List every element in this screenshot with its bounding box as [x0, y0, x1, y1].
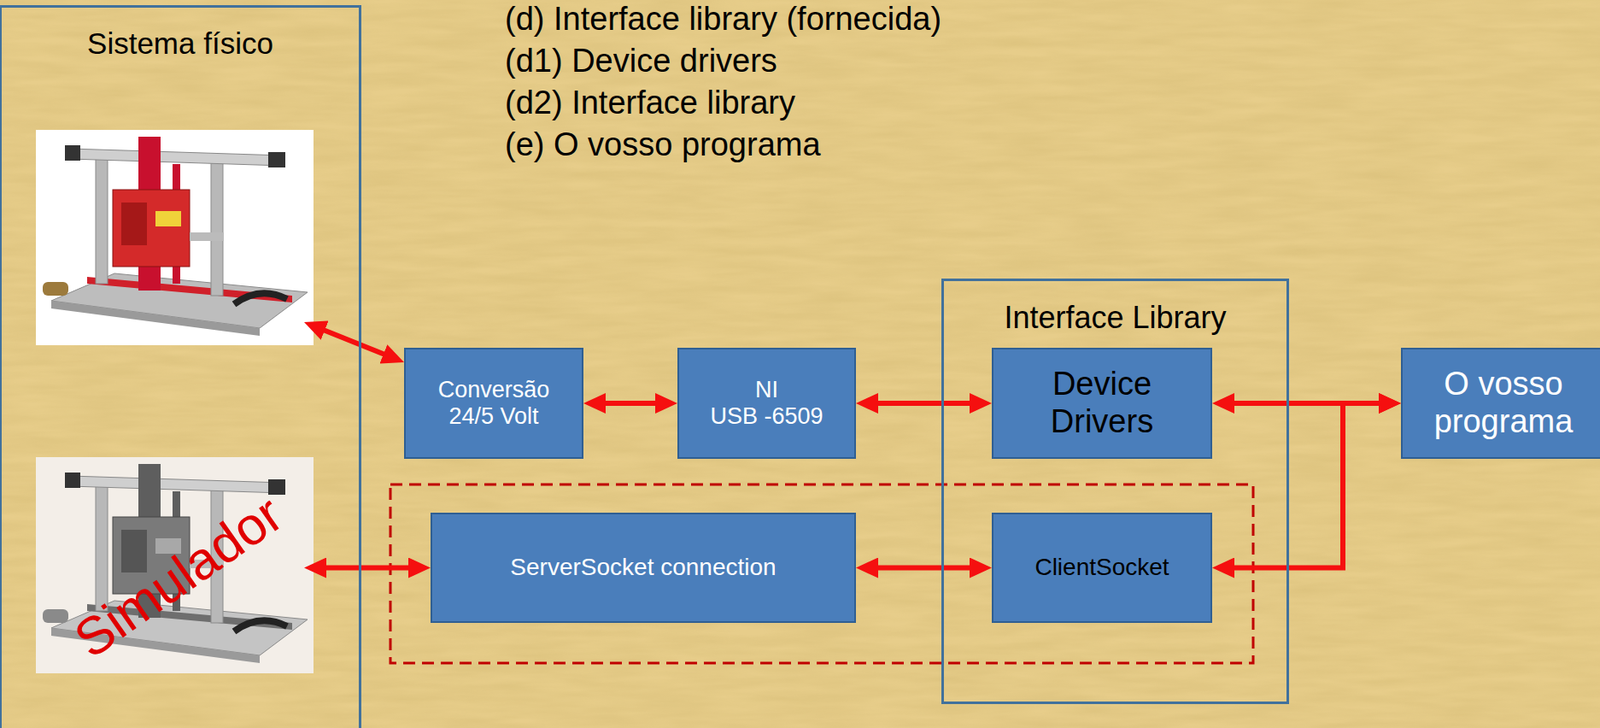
- physical-machine-photo: [87, 276, 293, 303]
- physical-machine-photo: [35, 129, 314, 346]
- double-arrow-connector: [311, 325, 396, 360]
- list-item: (d1) Device drivers: [504, 43, 778, 80]
- box-label: Device Drivers: [1050, 365, 1154, 440]
- physical-machine-photo: [189, 232, 224, 241]
- system-frame: Sistema físico: [0, 5, 362, 728]
- simulator-machine-image: [268, 479, 286, 495]
- process-box: Conversão 24/5 Volt: [404, 347, 584, 459]
- physical-machine-photo: [35, 129, 314, 346]
- process-box: ClientSocket: [991, 512, 1213, 623]
- physical-machine-photo: [234, 293, 288, 305]
- simulator-machine-image: [64, 472, 81, 488]
- double-arrow-connector: [864, 400, 984, 406]
- list-item: (d) Interface library (fornecida): [504, 1, 942, 38]
- simulator-machine-image: [35, 457, 314, 674]
- physical-machine-photo: [155, 210, 182, 227]
- text-line: programa: [1434, 403, 1574, 441]
- frame-title: Sistema físico: [1, 26, 359, 61]
- double-arrow-connector: [312, 565, 422, 571]
- double-arrow-connector: [591, 400, 669, 406]
- socket-dashed-region: [390, 484, 1254, 663]
- process-box: Device Drivers: [991, 347, 1213, 459]
- text-line: Device: [1050, 365, 1154, 404]
- physical-machine-photo: [268, 152, 286, 168]
- physical-machine-photo: [70, 148, 284, 166]
- box-label: Conversão 24/5 Volt: [438, 376, 551, 430]
- box-label: NI USB -6509: [709, 376, 823, 430]
- text-line: NI: [709, 376, 823, 404]
- simulator-machine-image: [35, 457, 314, 674]
- double-arrow-connector: [1220, 403, 1393, 569]
- double-arrow-connector: [864, 565, 984, 571]
- physical-machine-photo: [51, 300, 260, 336]
- list-item: (d2) Interface library: [504, 85, 796, 122]
- library-frame: Interface LibraryDevice DriversClientSoc…: [941, 278, 1290, 704]
- text-line: O vosso: [1434, 365, 1574, 404]
- list-item: (e) O vosso programa: [504, 127, 821, 164]
- process-box: ServerSocket connection: [430, 512, 856, 623]
- physical-machine-photo: [42, 281, 69, 296]
- text-line: USB -6509: [709, 403, 823, 430]
- text-line: 24/5 Volt: [438, 403, 551, 430]
- box-label: O vosso programa: [1434, 365, 1574, 440]
- process-box: NI USB -6509: [677, 347, 856, 459]
- program-box: O vosso programa: [1400, 347, 1600, 459]
- text-line: Conversão: [438, 376, 551, 404]
- physical-machine-photo: [95, 155, 108, 284]
- physical-machine-photo: [112, 189, 190, 267]
- box-label: ClientSocket: [1034, 553, 1169, 581]
- simulator-machine-image: [234, 620, 288, 632]
- text-line: Drivers: [1050, 403, 1154, 441]
- frame-title: Interface Library: [943, 299, 1287, 335]
- physical-machine-photo: [210, 158, 223, 296]
- physical-machine-photo: [64, 145, 81, 161]
- box-label: ServerSocket connection: [509, 553, 776, 581]
- physical-machine-photo: [121, 202, 147, 246]
